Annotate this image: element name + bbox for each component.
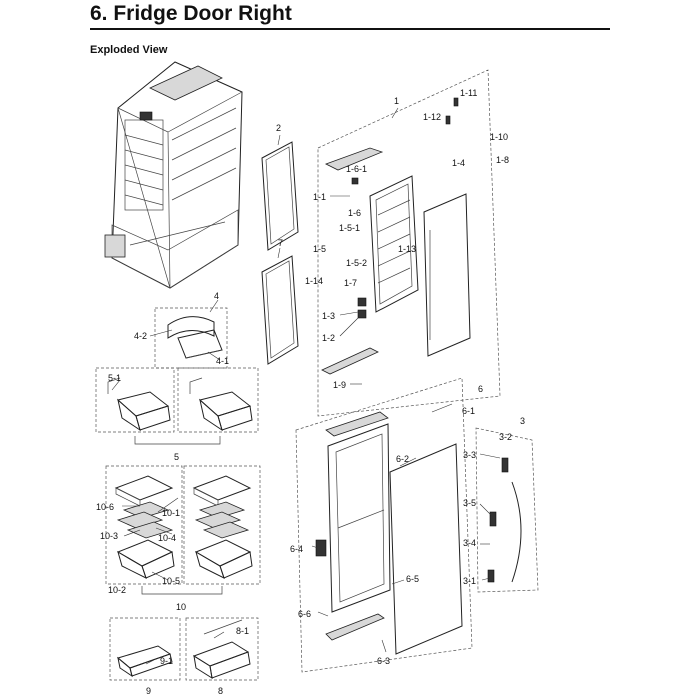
- label-6-3: 6-3: [377, 656, 390, 666]
- door-gasket-7: [261, 255, 299, 365]
- label-4-1: 4-1: [216, 356, 229, 366]
- label-1-5: 1-5: [313, 244, 326, 254]
- label-10-3: 10-3: [100, 531, 118, 541]
- page-title: 6. Fridge Door Right: [90, 2, 292, 25]
- group-10-frame-left: [105, 465, 183, 585]
- label-1-5-1: 1-5-1: [339, 223, 360, 233]
- label-1-2: 1-2: [322, 333, 335, 343]
- label-6-5: 6-5: [406, 574, 419, 584]
- label-1-6-1: 1-6-1: [346, 164, 367, 174]
- label-1-12: 1-12: [423, 112, 441, 122]
- group-5-frame-left: [95, 367, 175, 433]
- label-10-4: 10-4: [158, 533, 176, 543]
- label-3: 3: [520, 416, 525, 426]
- callout-labels: 1 1-11 1-12 1-10 1-8 1-4 1-6-1 1-1 1-6 1…: [96, 88, 525, 696]
- label-1-11: 1-11: [460, 88, 477, 98]
- label-3-4: 3-4: [463, 538, 476, 548]
- label-9: 9: [146, 686, 151, 696]
- label-10: 10: [176, 602, 186, 612]
- group-9-frame: [109, 617, 181, 681]
- label-1: 1: [394, 96, 399, 106]
- title-rule: [90, 28, 610, 30]
- label-1-13: 1-13: [398, 244, 416, 254]
- door-handle-3: [487, 457, 522, 583]
- assembly-1-frame: [317, 69, 501, 417]
- group-8-frame: [185, 617, 259, 681]
- door-assembly-6: [315, 403, 463, 655]
- drawer-stack-right: [192, 475, 253, 579]
- label-9-1: 9-1: [160, 656, 173, 666]
- label-6: 6: [478, 384, 483, 394]
- label-1-3: 1-3: [322, 311, 335, 321]
- label-7: 7: [278, 238, 283, 248]
- label-1-8: 1-8: [496, 155, 509, 165]
- exploded-view-subtitle: Exploded View: [90, 44, 168, 56]
- label-3-3: 3-3: [463, 450, 476, 460]
- label-4: 4: [214, 291, 219, 301]
- bin-9: [116, 645, 173, 678]
- group-10-bracket: [141, 586, 223, 595]
- label-6-1: 6-1: [462, 406, 475, 416]
- door-gasket-2: [261, 141, 299, 251]
- drawer-stack-left: [114, 475, 175, 579]
- label-10-5: 10-5: [162, 576, 180, 586]
- assembly-6-frame: [295, 377, 473, 673]
- door-basket-right: [189, 377, 253, 432]
- label-6-4: 6-4: [290, 544, 303, 554]
- label-3-5: 3-5: [463, 498, 476, 508]
- label-10-2: 10-2: [108, 585, 126, 595]
- label-1-5-2: 1-5-2: [346, 258, 367, 268]
- label-1-6: 1-6: [348, 208, 361, 218]
- door-liner-assembly-1: [321, 97, 471, 375]
- label-6-6: 6-6: [298, 609, 311, 619]
- dairy-bin-4: [167, 316, 223, 359]
- label-3-1: 3-1: [463, 576, 476, 586]
- label-10-1: 10-1: [162, 508, 180, 518]
- label-3-2: 3-2: [499, 432, 512, 442]
- label-6-2: 6-2: [396, 454, 409, 464]
- label-8: 8: [218, 686, 223, 696]
- label-1-7: 1-7: [344, 278, 357, 288]
- label-8-1: 8-1: [236, 626, 249, 636]
- label-1-1: 1-1: [313, 192, 326, 202]
- label-5-1: 5-1: [108, 373, 121, 383]
- label-4-2: 4-2: [134, 331, 147, 341]
- label-1-14: 1-14: [305, 276, 323, 286]
- group-3-frame: [475, 427, 539, 593]
- leader-lines: [111, 107, 501, 665]
- label-1-4: 1-4: [452, 158, 465, 168]
- label-10-6: 10-6: [96, 502, 114, 512]
- group-5-bracket: [134, 436, 221, 445]
- bin-8: [192, 619, 251, 680]
- group-5-frame-right: [177, 367, 259, 433]
- door-basket-left: [107, 377, 171, 432]
- fridge-cabinet-drawing: [104, 61, 243, 289]
- label-1-9: 1-9: [333, 380, 346, 390]
- group-10-frame-right: [183, 465, 261, 585]
- label-2: 2: [276, 123, 281, 133]
- label-1-10: 1-10: [490, 132, 508, 142]
- label-5: 5: [174, 452, 179, 462]
